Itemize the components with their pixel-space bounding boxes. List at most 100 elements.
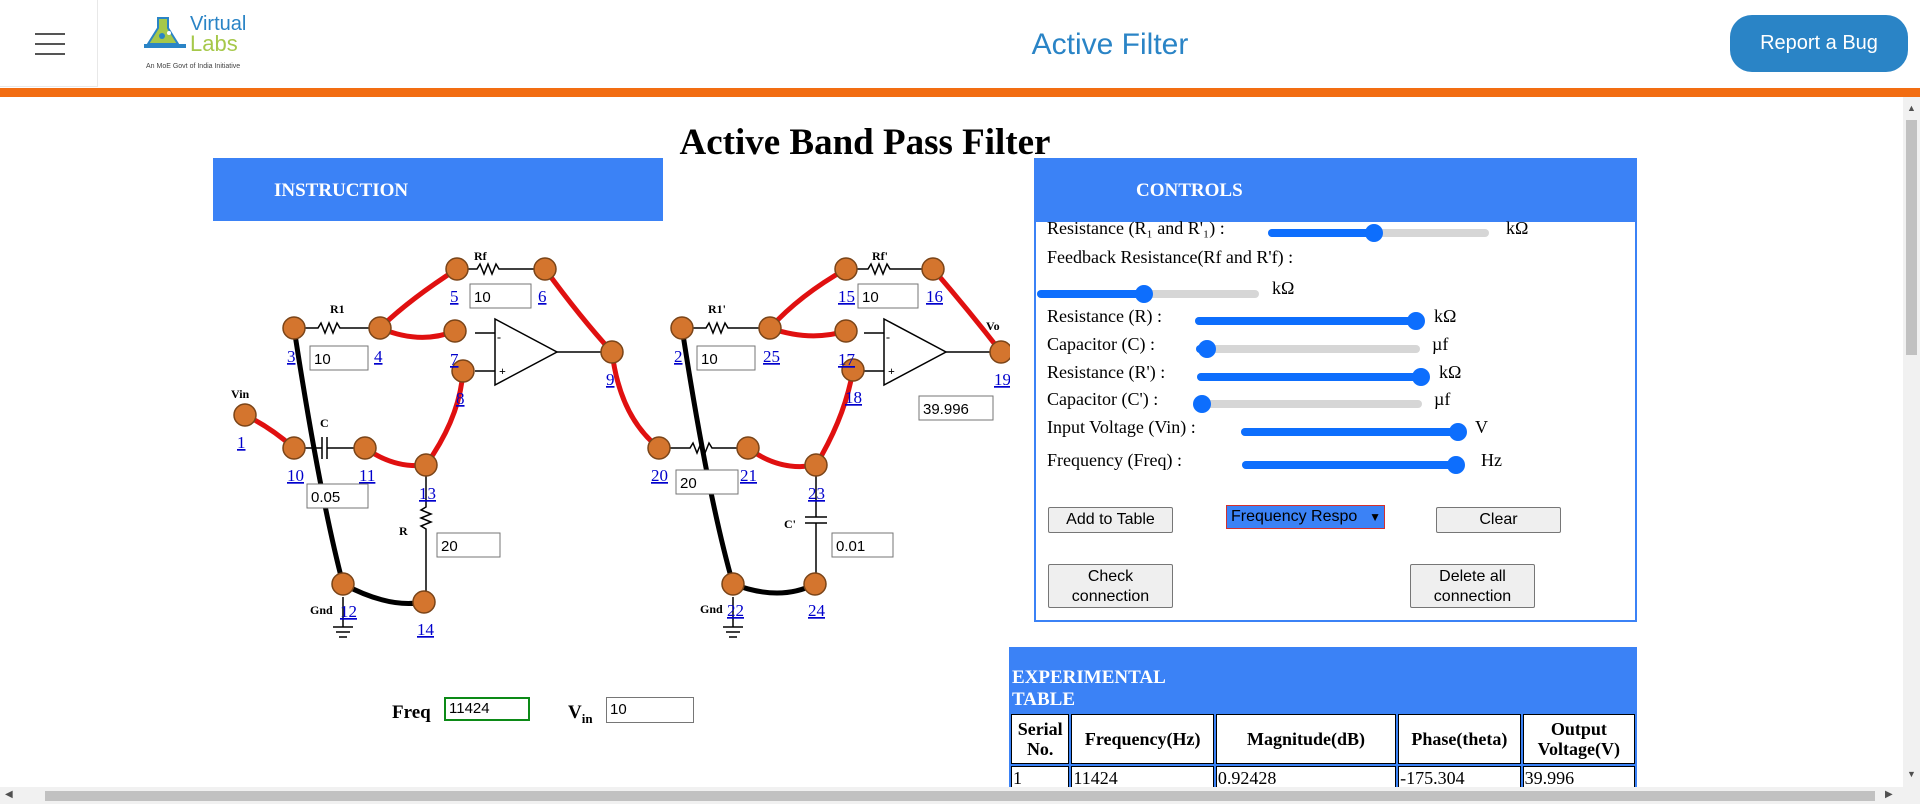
node-20[interactable]: [647, 436, 671, 460]
node-1[interactable]: [233, 403, 257, 427]
virtual-labs-logo[interactable]: Virtual Labs An MoE Govt of India Initia…: [138, 12, 258, 74]
node-8[interactable]: [451, 359, 475, 383]
node-7[interactable]: [443, 319, 467, 343]
node-label-12[interactable]: 12: [340, 602, 357, 621]
scroll-right-icon[interactable]: ▶: [1885, 789, 1893, 800]
control-slider-7[interactable]: [1241, 423, 1467, 441]
r1-value-input[interactable]: [309, 345, 369, 371]
node-label-10[interactable]: 10: [287, 466, 304, 485]
node-label-21[interactable]: 21: [740, 466, 757, 485]
node-16[interactable]: [921, 257, 945, 281]
node-24[interactable]: [803, 572, 827, 596]
control-slider-1[interactable]: [1268, 224, 1489, 242]
scroll-left-icon[interactable]: ◀: [5, 789, 13, 800]
experimental-table-title: EXPERIMENTAL TABLE: [1012, 667, 1165, 710]
vertical-scroll-thumb[interactable]: [1906, 120, 1917, 355]
scroll-up-icon[interactable]: ▲: [1907, 103, 1916, 113]
node-label-22[interactable]: 22: [727, 601, 744, 620]
vertical-scrollbar[interactable]: ▲ ▼: [1903, 97, 1920, 787]
report-bug-button[interactable]: Report a Bug: [1730, 15, 1908, 72]
node-10[interactable]: [282, 436, 306, 460]
node-11[interactable]: [353, 436, 377, 460]
node-23[interactable]: [804, 453, 828, 477]
node-17[interactable]: [834, 319, 858, 343]
node-label-11[interactable]: 11: [359, 466, 375, 485]
rf-prime-value: 10: [862, 289, 879, 306]
horizontal-scroll-thumb[interactable]: [45, 791, 1875, 801]
control-label-3: Resistance (R) :: [1047, 306, 1162, 326]
rf-value-input[interactable]: [469, 283, 532, 309]
slider-thumb[interactable]: [1446, 456, 1465, 474]
node-21[interactable]: [736, 436, 760, 460]
vin-input[interactable]: 10: [606, 697, 694, 723]
node-label-9[interactable]: 9: [606, 370, 615, 389]
node-label-1[interactable]: 1: [237, 433, 246, 452]
scroll-down-icon[interactable]: ▼: [1907, 769, 1916, 779]
control-slider-3[interactable]: [1195, 312, 1425, 330]
node-13[interactable]: [414, 453, 438, 477]
slider-thumb[interactable]: [1412, 368, 1430, 386]
control-slider-6[interactable]: [1193, 395, 1422, 413]
node-19[interactable]: [989, 340, 1010, 364]
node-22[interactable]: [721, 572, 745, 596]
check-connection-button[interactable]: Check connection: [1048, 564, 1173, 608]
node-2[interactable]: [670, 316, 694, 340]
instruction-button[interactable]: INSTRUCTION: [213, 158, 663, 221]
control-slider-8[interactable]: [1242, 456, 1465, 474]
node-label-6[interactable]: 6: [538, 287, 547, 306]
delete-all-connection-button[interactable]: Delete all connection: [1410, 564, 1535, 608]
node-12[interactable]: [331, 572, 355, 596]
node-label-20[interactable]: 20: [651, 466, 668, 485]
node-18[interactable]: [841, 358, 865, 382]
slider-thumb[interactable]: [1134, 285, 1153, 303]
c-value-input[interactable]: [306, 483, 369, 509]
slider-thumb[interactable]: [1365, 224, 1384, 242]
node-label-15[interactable]: 15: [838, 287, 855, 306]
opamp-1-input-leads: [475, 332, 495, 372]
node-15[interactable]: [834, 257, 858, 281]
node-label-2[interactable]: 2: [674, 347, 683, 366]
node-label-16[interactable]: 16: [926, 287, 943, 306]
node-label-13[interactable]: 13: [419, 484, 436, 503]
slider-thumb[interactable]: [1407, 312, 1425, 330]
control-slider-2[interactable]: [1037, 285, 1259, 303]
node-label-23[interactable]: 23: [808, 484, 825, 503]
clear-button[interactable]: Clear: [1436, 507, 1561, 533]
control-slider-5[interactable]: [1197, 368, 1430, 386]
graph-type-select[interactable]: Frequency Respo▼: [1226, 505, 1385, 529]
node-label-4[interactable]: 4: [374, 347, 383, 366]
node-9[interactable]: [600, 340, 624, 364]
slider-thumb[interactable]: [1193, 395, 1212, 413]
node-label-17[interactable]: 17: [838, 350, 856, 369]
node-label-14[interactable]: 14: [417, 620, 435, 639]
control-slider-4[interactable]: [1196, 340, 1420, 358]
slider-thumb[interactable]: [1198, 340, 1217, 358]
control-unit-1: kΩ: [1506, 218, 1529, 238]
node-25[interactable]: [758, 316, 782, 340]
r1-prime-value-input[interactable]: [696, 345, 756, 371]
node-label-7[interactable]: 7: [450, 350, 459, 369]
slider-thumb[interactable]: [1449, 423, 1467, 441]
r-prime-value-input[interactable]: [675, 469, 739, 495]
header-divider: [0, 88, 1920, 97]
node-14[interactable]: [412, 590, 436, 614]
hamburger-menu-button[interactable]: [0, 0, 98, 87]
node-label-25[interactable]: 25: [763, 347, 780, 366]
node-5[interactable]: [445, 257, 469, 281]
node-3[interactable]: [282, 316, 306, 340]
node-label-18[interactable]: 18: [845, 388, 862, 407]
node-label-8[interactable]: 8: [456, 389, 465, 408]
table-header-cell: Output Voltage(V): [1522, 714, 1635, 764]
node-4[interactable]: [368, 316, 392, 340]
c-prime-value-input[interactable]: [831, 532, 894, 558]
horizontal-scrollbar[interactable]: ◀ ▶: [0, 787, 1920, 804]
node-label-3[interactable]: 3: [287, 347, 296, 366]
add-to-table-button[interactable]: Add to Table: [1048, 507, 1173, 533]
freq-input[interactable]: 11424: [444, 697, 530, 721]
node-label-24[interactable]: 24: [808, 601, 826, 620]
node-6[interactable]: [533, 257, 557, 281]
rf-prime-value-input[interactable]: [857, 283, 919, 309]
r-value-input[interactable]: [436, 532, 501, 558]
node-label-5[interactable]: 5: [450, 287, 459, 306]
node-label-19[interactable]: 19: [994, 370, 1010, 389]
